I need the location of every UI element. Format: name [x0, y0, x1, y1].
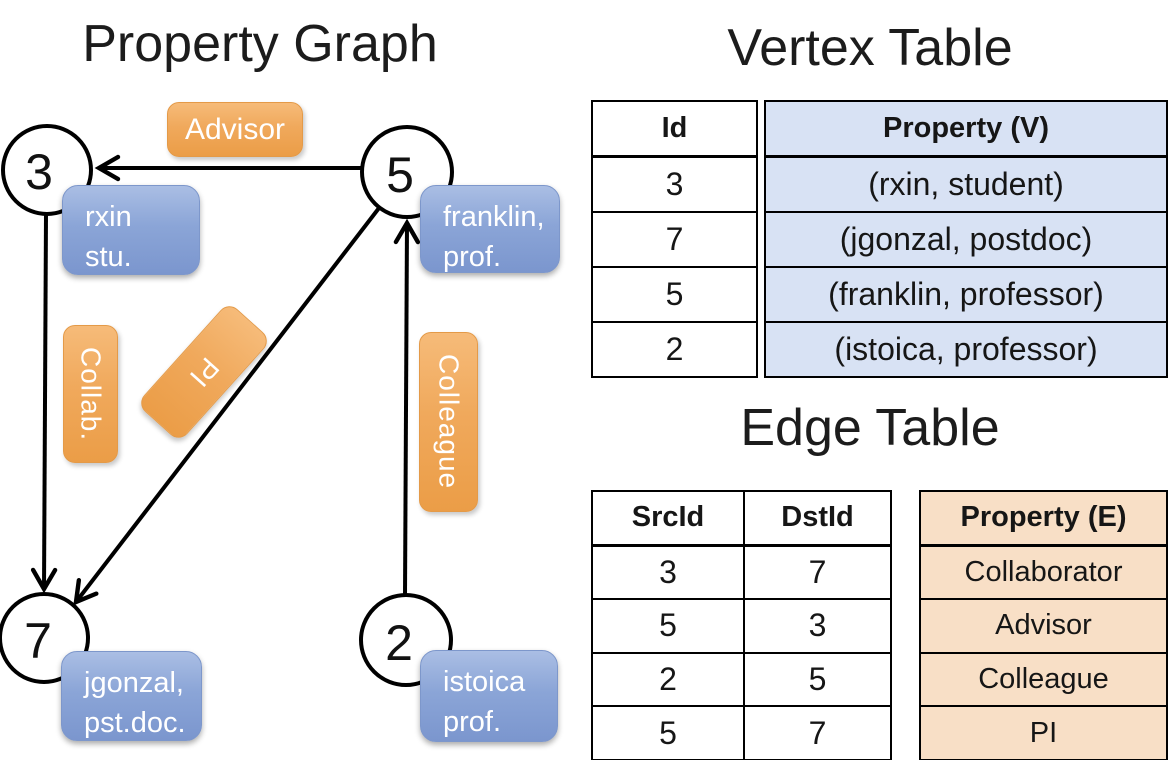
edge-property-cell: Collaborator — [919, 544, 1168, 601]
vertex-table-title: Vertex Table — [727, 19, 1013, 77]
edge-src-cell: 5 — [591, 598, 745, 654]
edge-table-header-property: Property (E) — [919, 489, 1168, 547]
edge-table-id-columns: SrcId DstId 3 7 5 3 2 5 5 7 — [591, 489, 892, 760]
property-graph-title: Property Graph — [82, 15, 438, 73]
table-row: Collaborator — [919, 544, 1168, 601]
edge-label-advisor: Advisor — [167, 102, 303, 157]
table-row: PI — [919, 705, 1168, 760]
edge-colleague-2-to-5 — [393, 218, 421, 596]
vertex-property-line: rxin — [85, 201, 132, 233]
vertex-id-cell: 2 — [591, 321, 758, 378]
vertex-id-cell: 7 — [591, 211, 758, 268]
table-row: 5 7 — [591, 705, 892, 760]
table-row: 2 — [591, 321, 758, 378]
edge-property-cell: Colleague — [919, 651, 1168, 708]
vertex-table-header-property: Property (V) — [764, 100, 1168, 158]
vertex-property-box-7: jgonzal, pst.doc. — [61, 651, 202, 741]
vertex-property-line: prof. — [443, 241, 502, 274]
vertex-property-line: jgonzal, — [84, 667, 184, 699]
table-row: 3 — [591, 155, 758, 213]
vertex-id-cell: 3 — [591, 155, 758, 213]
table-row: 2 5 — [591, 651, 892, 708]
edge-label-collab: Collab. — [63, 325, 118, 463]
edge-dst-cell: 3 — [743, 598, 892, 654]
vertex-property-line: istoica — [443, 666, 526, 698]
table-row: (rxin, student) — [764, 155, 1168, 213]
vertex-table-header-id: Id — [591, 100, 758, 158]
vertex-property-box-2: istoica prof. — [420, 650, 558, 742]
table-row: Colleague — [919, 651, 1168, 708]
edge-src-cell: 3 — [591, 544, 745, 601]
table-row: 5 3 — [591, 598, 892, 654]
vertex-id-2: 2 — [385, 615, 413, 671]
vertex-property-box-3: rxin stu. — [62, 185, 200, 275]
table-row: 5 — [591, 266, 758, 323]
edge-label-text: Advisor — [184, 112, 286, 146]
edge-dst-cell: 7 — [743, 705, 892, 760]
table-row: (jgonzal, postdoc) — [764, 211, 1168, 268]
edge-pi-5-to-7 — [73, 206, 381, 606]
edge-table-header-srcid: SrcId — [591, 489, 745, 547]
vertex-property-cell: (jgonzal, postdoc) — [764, 211, 1168, 268]
vertex-table-property-column: Property (V) (rxin, student) (jgonzal, p… — [764, 100, 1168, 378]
edge-table-property-column: Property (E) Collaborator Advisor Collea… — [919, 489, 1168, 760]
edge-collab-3-to-7 — [30, 213, 58, 594]
vertex-table-id-column: Id 3 7 5 2 — [591, 100, 758, 378]
edge-dst-cell: 7 — [743, 544, 892, 601]
table-row: (istoica, professor) — [764, 321, 1168, 378]
edge-table-title: Edge Table — [740, 399, 1000, 457]
edge-src-cell: 2 — [591, 651, 745, 708]
table-row: 7 — [591, 211, 758, 268]
vertex-id-cell: 5 — [591, 266, 758, 323]
edge-property-cell: PI — [919, 705, 1168, 760]
vertex-property-box-5: franklin, prof. — [420, 185, 560, 273]
vertex-property-cell: (franklin, professor) — [764, 266, 1168, 323]
property-graph-diagram — [0, 124, 454, 687]
edge-dst-cell: 5 — [743, 651, 892, 708]
vertex-property-cell: (istoica, professor) — [764, 321, 1168, 378]
table-row: (franklin, professor) — [764, 266, 1168, 323]
vertex-property-cell: (rxin, student) — [764, 155, 1168, 213]
edge-label-text: Collab. — [75, 346, 107, 442]
vertex-property-line: franklin, — [443, 201, 545, 233]
edge-label-text: PI — [183, 351, 226, 394]
vertex-id-5: 5 — [386, 147, 414, 203]
vertex-id-7: 7 — [24, 613, 52, 669]
edge-src-cell: 5 — [591, 705, 745, 760]
vertex-property-line: prof. — [443, 706, 502, 739]
edge-label-text: Colleague — [433, 354, 465, 490]
edge-label-colleague: Colleague — [419, 332, 478, 512]
table-row: Advisor — [919, 598, 1168, 654]
edge-table-header-dstid: DstId — [743, 489, 892, 547]
vertex-id-3: 3 — [25, 144, 53, 200]
vertex-property-line: stu. — [85, 241, 132, 274]
table-row: 3 7 — [591, 544, 892, 601]
vertex-property-line: pst.doc. — [84, 707, 186, 740]
edge-property-cell: Advisor — [919, 598, 1168, 654]
